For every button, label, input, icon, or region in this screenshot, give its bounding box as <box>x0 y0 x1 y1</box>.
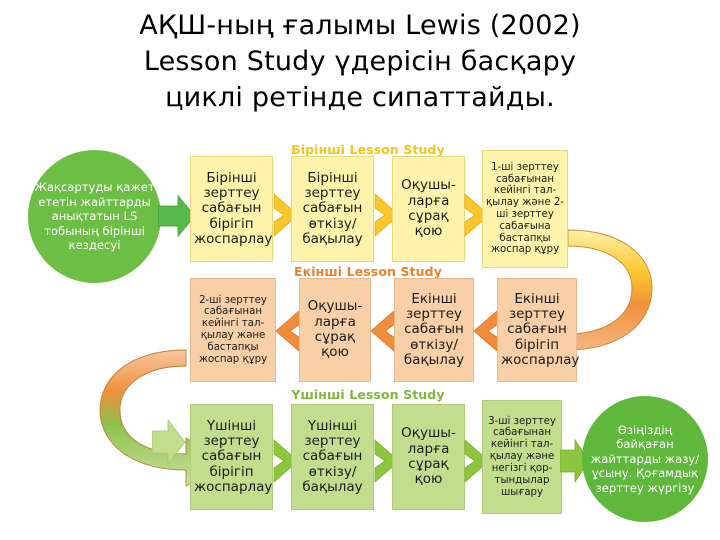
step-label-r3-4: 3-ші зерттеу сабағынан кейінгі тал- қыла… <box>488 415 556 498</box>
arrow-into-step-r3-1-icon <box>152 418 186 466</box>
step-box-r1-2[interactable]: Бірінші зерттеу сабағын өткізу/ бақылау <box>291 156 374 262</box>
step-box-r3-3[interactable]: Оқушы- ларға сұрақ қою <box>392 404 465 510</box>
lesson-study-cycle-diagram: Бірінші Lesson Study Жақсартуды қажет ет… <box>0 138 720 540</box>
band-header-first: Бірінші Lesson Study <box>291 142 445 157</box>
step-box-r2-4[interactable]: Екінші зерттеу сабағын бірігіп жоспарлау <box>497 278 580 382</box>
step-label-r3-1: Үшінші зерттеу сабағын бірігіп жоспарлау <box>194 417 273 496</box>
step-label-r1-2: Бірінші зерттеу сабағын өткізу/ бақылау <box>302 169 363 248</box>
step-label-r2-3: Екінші зерттеу сабағын өткізу/ бақылау <box>403 290 465 369</box>
arrow-r2-4-to-3-icon <box>472 308 500 354</box>
step-box-r3-4[interactable]: 3-ші зерттеу сабағынан кейінгі тал- қыла… <box>482 400 562 514</box>
step-box-r2-3[interactable]: Екінші зерттеу сабағын өткізу/ бақылау <box>394 278 474 382</box>
end-node-label: Өзіңіздің байқаған жайттарды жазу/ұсыну.… <box>590 422 700 495</box>
start-node-circle[interactable]: Жақсартуды қажет ететін жайттарды анықта… <box>28 150 161 283</box>
step-box-r1-1[interactable]: Бірінші зерттеу сабағын бірігіп жоспарла… <box>190 156 273 262</box>
step-box-r1-4[interactable]: 1-ші зерттеу сабағынан кейінгі тал- қыла… <box>482 150 568 268</box>
arrow-r2-3-to-2-icon <box>369 308 397 354</box>
step-label-r2-2: Оқушы- ларға сұрақ қою <box>307 298 363 361</box>
end-node-circle[interactable]: Өзіңіздің байқаған жайттарды жазу/ұсыну.… <box>582 396 708 522</box>
band-header-third: Үшінші Lesson Study <box>291 387 445 402</box>
step-label-r3-2: Үшінші зерттеу сабағын өткізу/ бақылау <box>302 417 363 496</box>
step-label-r2-1: 2-ші зерттеу сабағынан кейінгі тал- қыла… <box>198 294 268 365</box>
title-line-3: циклі ретінде сипаттайды. <box>165 82 555 114</box>
step-label-r1-1: Бірінші зерттеу сабағын бірігіп жоспарла… <box>194 169 273 248</box>
arrow-start-to-step1-icon <box>158 194 196 238</box>
band-header-second: Екінші Lesson Study <box>294 264 442 279</box>
step-label-r3-3: Оқушы- ларға сұрақ қою <box>401 425 456 488</box>
arrow-r3-4-to-end-icon <box>560 438 590 484</box>
title-line-1: АҚШ-ның ғалымы Lewis (2002) <box>139 10 581 41</box>
step-box-r2-2[interactable]: Оқушы- ларға сұрақ қою <box>299 278 371 382</box>
step-box-r1-3[interactable]: Оқушы- ларға сұрақ қою <box>392 156 465 262</box>
start-node-label: Жақсартуды қажет ететін жайттарды анықта… <box>34 180 155 253</box>
step-label-r1-4: 1-ші зерттеу сабағынан кейінгі тал- қыла… <box>486 161 564 256</box>
step-label-r2-4: Екінші зерттеу сабағын бірігіп жоспарлау <box>501 290 580 369</box>
step-box-r3-1[interactable]: Үшінші зерттеу сабағын бірігіп жоспарлау <box>190 404 273 510</box>
step-box-r3-2[interactable]: Үшінші зерттеу сабағын өткізу/ бақылау <box>291 404 374 510</box>
title-line-2: Lesson Study үдерісін басқару <box>143 46 577 78</box>
arrow-r2-2-to-1-icon <box>274 308 302 354</box>
step-label-r1-3: Оқушы- ларға сұрақ қою <box>401 177 456 240</box>
step-box-r2-1[interactable]: 2-ші зерттеу сабағынан кейінгі тал- қыла… <box>190 278 276 382</box>
page-title: АҚШ-ның ғалымы Lewis (2002) Lesson Study… <box>0 8 720 117</box>
